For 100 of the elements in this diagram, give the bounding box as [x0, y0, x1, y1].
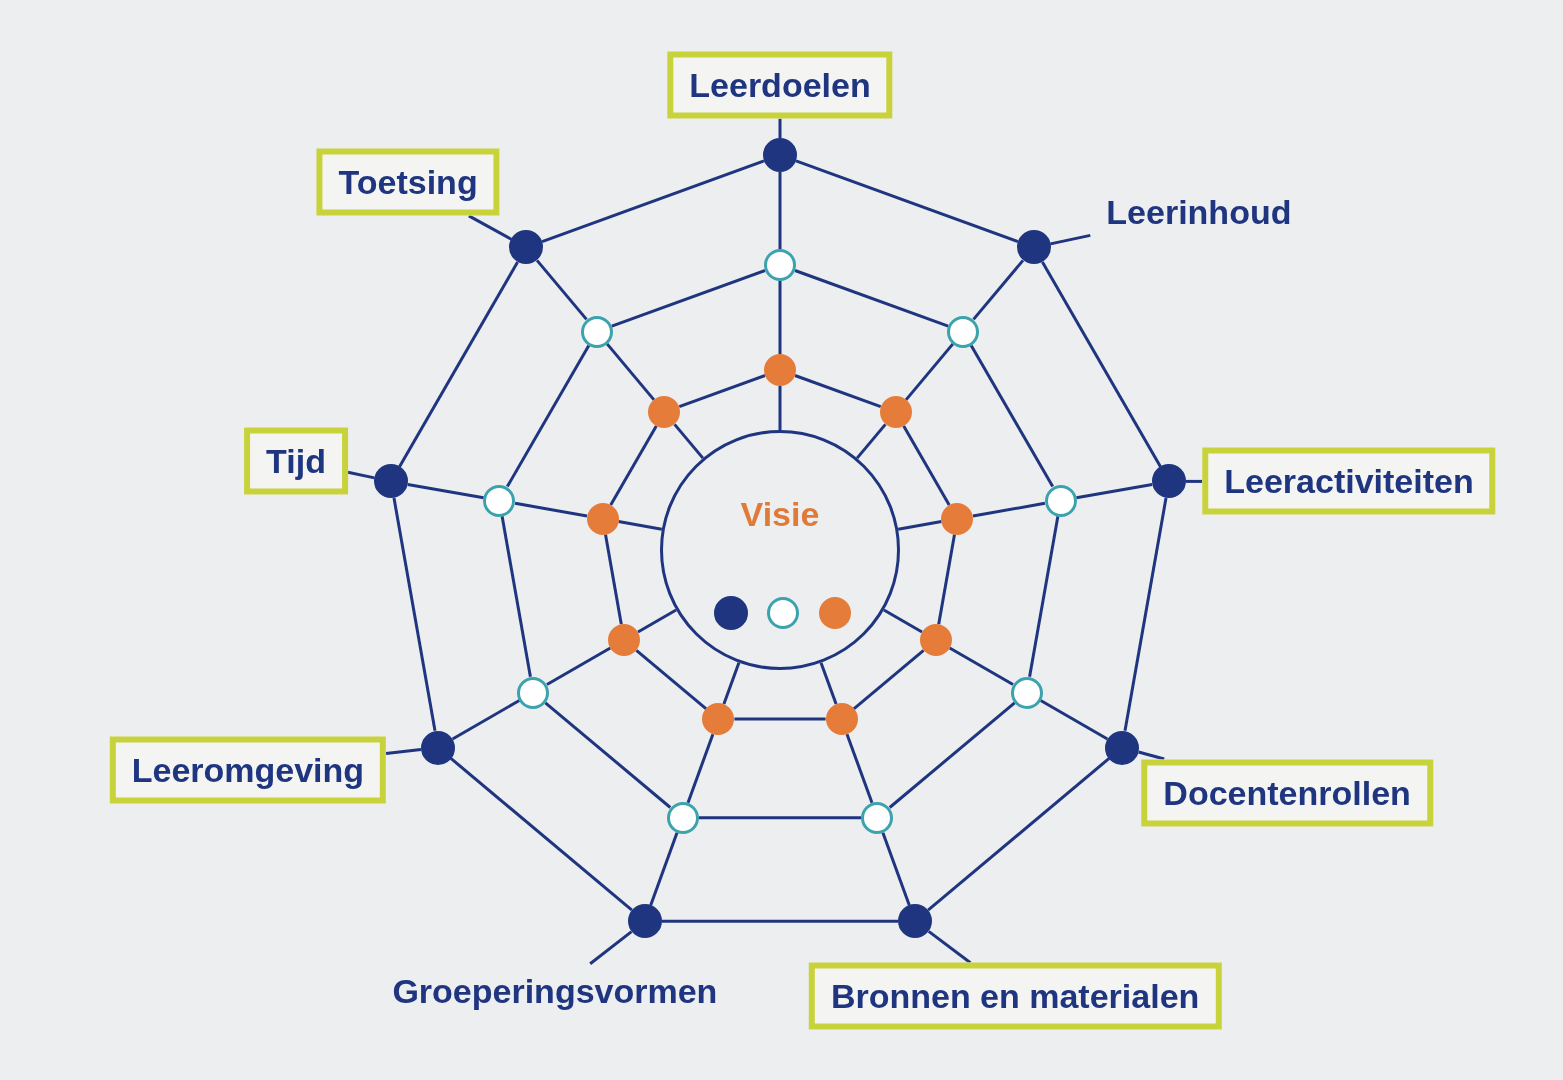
category-label: Leerdoelen [667, 51, 893, 119]
filled-dot [825, 703, 858, 736]
connector-line [734, 717, 826, 721]
connector-line [541, 159, 765, 243]
connector-line [778, 386, 782, 430]
leader-line [589, 930, 633, 965]
hollow-dot [861, 801, 894, 834]
connector-line [795, 159, 1019, 243]
hollow-dot [666, 801, 699, 834]
leader-line [927, 930, 972, 964]
connector-line [407, 482, 484, 500]
connector-line [661, 919, 899, 923]
connector-line [881, 832, 911, 906]
connector-line [897, 520, 942, 531]
connector-line [604, 534, 623, 625]
connector-line [778, 172, 782, 249]
category-label: Tijd [244, 427, 348, 495]
connector-line [609, 425, 658, 506]
category-label: Leeractiviteiten [1202, 447, 1496, 515]
leader-line [1186, 479, 1203, 483]
connector-line [972, 501, 1046, 518]
connector-line [722, 662, 741, 705]
connector-line [927, 757, 1111, 912]
leader-line [1138, 750, 1165, 761]
hollow-dot [947, 315, 980, 348]
filled-dot [702, 703, 735, 736]
center-circle [660, 430, 900, 670]
connector-line [937, 534, 956, 625]
connector-line [948, 646, 1014, 686]
filled-dot [1152, 464, 1186, 499]
connector-line [392, 497, 437, 732]
filled-dot [1016, 230, 1051, 265]
connector-line [618, 520, 663, 531]
filled-dot [374, 464, 408, 499]
connector-line [969, 344, 1054, 488]
filled-dot [648, 396, 681, 429]
category-text: Groeperingsvormen [376, 963, 734, 1019]
connector-line [888, 701, 1016, 809]
leader-line [385, 748, 422, 755]
filled-dot [420, 730, 455, 765]
hollow-dot [1044, 484, 1077, 517]
connector-line [398, 261, 519, 468]
connector-line [1039, 699, 1109, 741]
category-label: Leeromgeving [109, 736, 387, 803]
connector-line [635, 649, 708, 711]
center-title: Visie [740, 495, 820, 534]
filled-dot [764, 354, 796, 386]
connector-line [698, 816, 862, 820]
connector-line [686, 733, 715, 804]
filled-dot [586, 502, 619, 535]
category-label: Docentenrollen [1141, 759, 1433, 826]
hollow-dot [764, 249, 796, 281]
filled-dot [627, 904, 662, 939]
connector-line [883, 608, 923, 634]
connector-line [611, 269, 766, 328]
connector-line [852, 649, 925, 711]
connector-line [637, 608, 677, 634]
leader-line [1050, 233, 1091, 246]
connector-line [451, 699, 521, 741]
filled-dot [941, 502, 974, 535]
filled-dot [919, 624, 952, 656]
connector-line [1076, 482, 1153, 500]
connector-line [1041, 261, 1162, 468]
hollow-dot [483, 484, 516, 517]
connector-line [972, 259, 1025, 321]
connector-line [605, 342, 656, 401]
connector-line [845, 733, 874, 804]
connector-line [902, 425, 951, 506]
filled-dot [714, 596, 748, 630]
connector-line [673, 423, 705, 460]
connector-line [904, 342, 955, 401]
connector-line [855, 423, 887, 460]
connector-line [819, 662, 838, 705]
connector-line [778, 281, 782, 354]
filled-dot [898, 904, 933, 939]
filled-dot [879, 396, 912, 429]
leader-line [347, 470, 375, 480]
filled-dot [608, 624, 641, 656]
connector-line [449, 757, 633, 912]
category-text: Leerinhoud [1090, 184, 1308, 240]
filled-dot [1105, 730, 1140, 765]
connector-line [535, 259, 588, 321]
hollow-dot [767, 597, 799, 629]
category-label: Bronnen en materialen [808, 962, 1222, 1030]
connector-line [506, 344, 591, 488]
connector-line [1028, 516, 1060, 677]
category-label: Toetsing [316, 148, 500, 216]
hollow-dot [1010, 676, 1043, 709]
filled-dot [509, 230, 544, 265]
connector-line [500, 516, 532, 677]
leader-line [778, 118, 782, 138]
hollow-dot [580, 315, 613, 348]
connector-line [514, 501, 588, 518]
connector-line [794, 374, 882, 408]
hollow-dot [517, 676, 550, 709]
connector-line [544, 701, 672, 809]
leader-line [468, 214, 512, 241]
connector-line [678, 374, 766, 408]
connector-line [649, 832, 679, 906]
filled-dot [763, 138, 797, 172]
